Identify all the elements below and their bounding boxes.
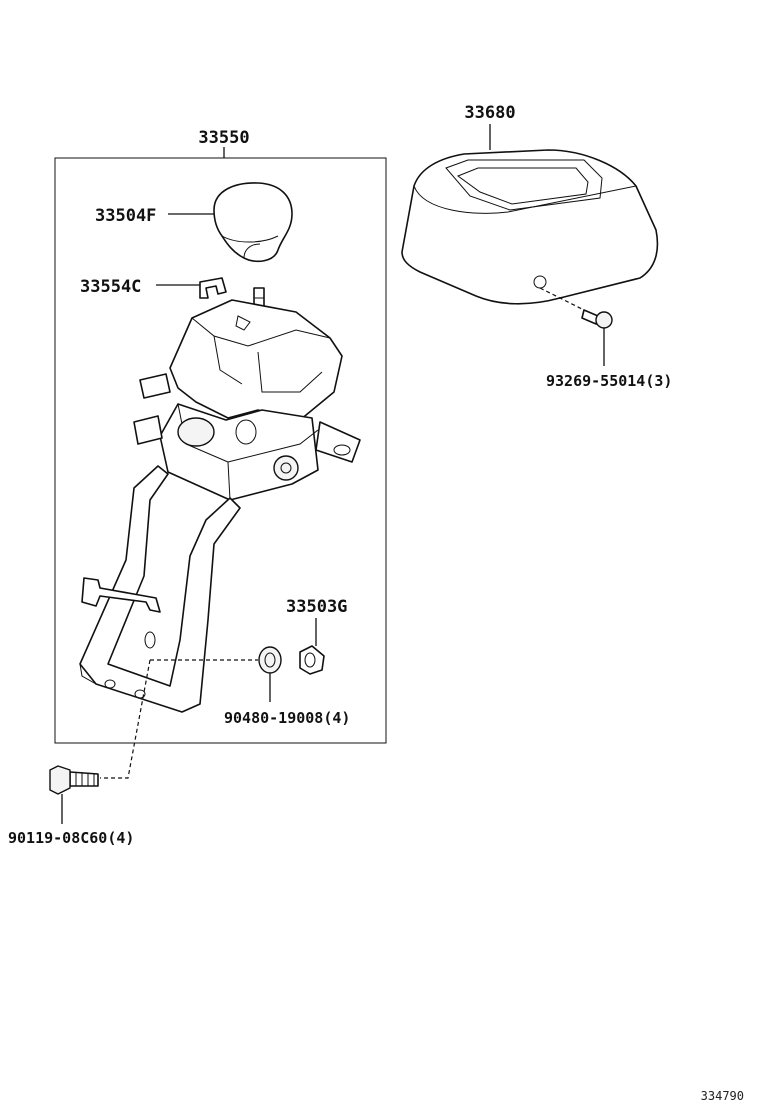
- grommet-drawing[interactable]: [258, 646, 282, 674]
- assembly-group-box: [54, 157, 387, 744]
- shift-lever-assembly-drawing[interactable]: [79, 287, 361, 713]
- label-bushing: 33503G: [286, 597, 347, 617]
- group-label: 33550: [198, 128, 249, 148]
- cover-screw-drawing[interactable]: [581, 309, 613, 329]
- clip-drawing[interactable]: [199, 277, 227, 299]
- label-cover-screw: 93269-55014(3): [546, 372, 672, 390]
- reference-number: 334790: [701, 1089, 744, 1103]
- mount-bolt-drawing[interactable]: [49, 765, 99, 795]
- label-console-cover: 33680: [464, 103, 515, 123]
- label-mount-bolt: 90119-08C60(4): [8, 829, 134, 847]
- label-clip: 33554C: [80, 277, 141, 297]
- bushing-drawing[interactable]: [299, 645, 325, 675]
- label-shift-knob: 33504F: [95, 206, 156, 226]
- label-grommet: 90480-19008(4): [224, 709, 350, 727]
- console-cover-drawing[interactable]: [401, 149, 659, 305]
- shift-knob-drawing[interactable]: [213, 182, 293, 263]
